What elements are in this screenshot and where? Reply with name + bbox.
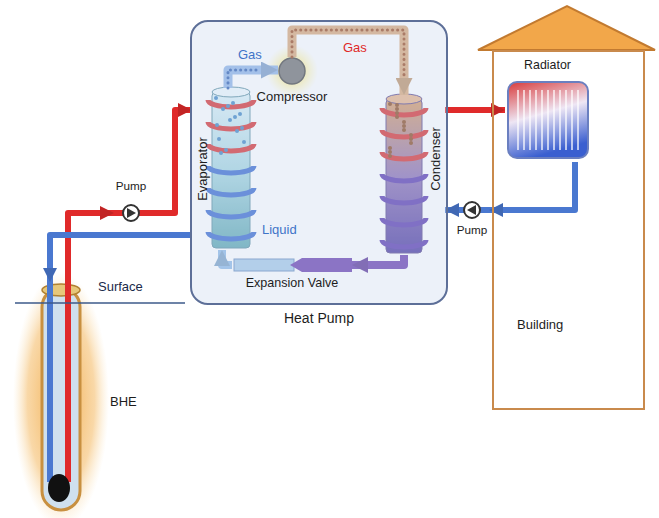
node-label: Radiator [505,58,590,73]
ground-label: Surface [98,279,143,294]
pipe-connector [445,107,505,113]
radiator: Radiator [505,58,590,162]
pump-arrow [127,208,136,218]
node-label: Condenser [428,127,443,191]
radiator-fin [523,90,525,150]
pump: Pump [455,200,489,242]
pipe-stub [455,207,464,213]
pump: Pump [114,178,148,222]
pipe-connector [148,110,192,213]
radiator-fin [547,90,549,150]
condenser: Condenser [382,95,445,255]
heat-pump-box: Heat PumpEvaporatorCompressorCondenserEx… [190,20,448,305]
return-pipe [47,282,53,482]
radiator-panel [508,82,588,158]
node-label: Expansion Valve [232,276,352,291]
node-label: Heat Pump [192,311,446,326]
ground-heat-glow [13,272,109,518]
pipe-connector [50,235,192,282]
pipe-connector [68,213,114,282]
radiator-fin [559,90,561,150]
flow-label: Gas [238,47,262,62]
building: Building Radiator [492,50,645,410]
node-label: BHE [110,394,137,409]
pipe-stub [480,207,489,213]
radiator-fin [577,90,579,150]
node-label: Evaporator [195,137,210,201]
flow-label: Liquid [262,222,297,237]
radiator-fin [553,90,555,150]
pump-symbol [123,205,139,221]
evaporator: Evaporator [192,88,255,250]
pump-symbol [464,202,480,218]
compressor: Compressor [278,57,306,85]
node-label: Compressor [257,89,328,104]
surface-line [15,302,185,304]
pipe-stub [114,210,123,216]
node-label: Pump [455,222,489,237]
radiator-fin [571,90,573,150]
pipe-stub [139,210,148,216]
borehole-heat-exchanger: BHE [40,282,82,510]
supply-pipe [65,282,71,482]
node-label: Building [517,317,563,332]
pipe-connector [489,162,575,210]
roof [478,6,655,50]
pump-arrow [467,205,476,215]
radiator-fin [565,90,567,150]
radiator-fin [517,90,519,150]
radiator-fin [529,90,531,150]
expansion-valve: Expansion Valve [232,258,352,300]
flow-label: Gas [343,40,367,55]
node-label: Pump [114,178,148,193]
radiator-fin [541,90,543,150]
radiator-fin [535,90,537,150]
u-bend [48,474,70,502]
